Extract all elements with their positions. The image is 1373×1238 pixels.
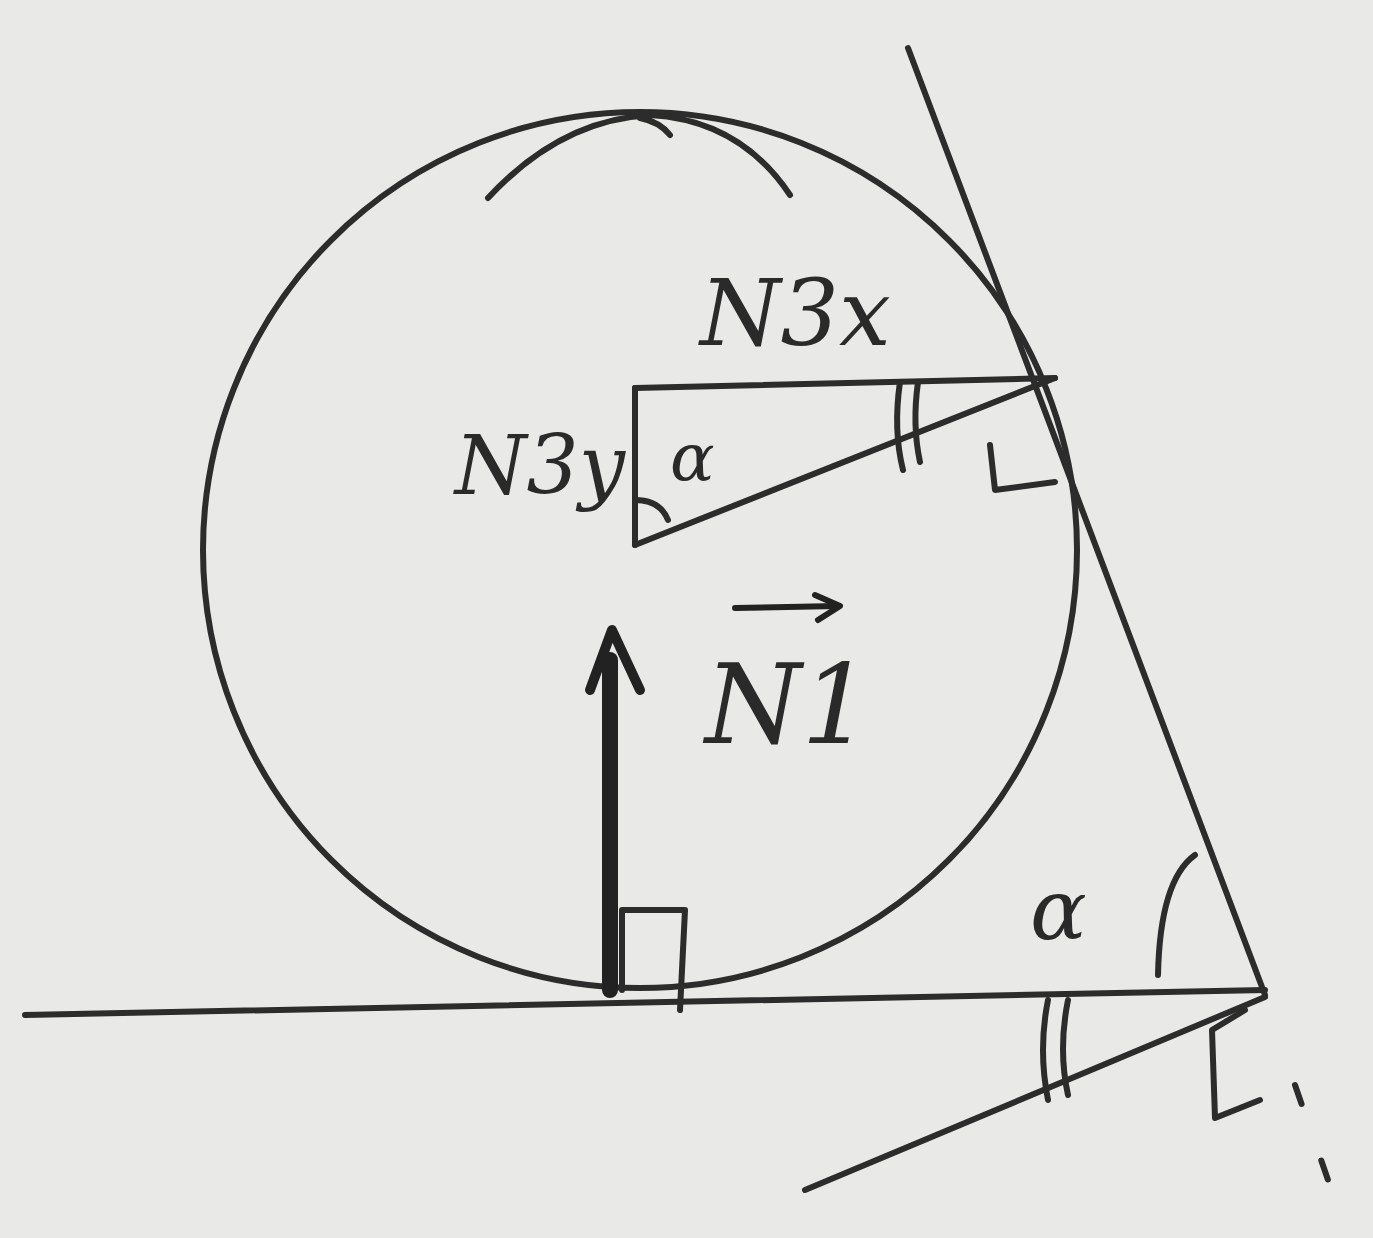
wall-extension <box>1295 1085 1335 1200</box>
force-label: α <box>670 425 715 491</box>
triangle-side <box>635 378 1055 545</box>
force-label: N3y <box>455 425 625 507</box>
vector-arrow <box>735 606 838 608</box>
force-label: α <box>1030 868 1087 952</box>
force-arrow <box>602 660 618 990</box>
force-label: N1 <box>705 650 871 760</box>
normal-line <box>805 997 1265 1190</box>
triangle-side <box>635 378 1055 388</box>
wall-line <box>908 48 1265 995</box>
equal-mark <box>897 382 920 470</box>
arrow-head <box>590 630 640 690</box>
angle-arc <box>1158 855 1195 975</box>
force-label: N3x <box>700 268 891 360</box>
ball-mark <box>640 118 670 135</box>
ball-mark <box>488 115 790 198</box>
right-angle-mark <box>990 445 1055 490</box>
floor-line <box>25 990 1265 1015</box>
right-angle-mark <box>622 910 685 1010</box>
ball-outline <box>203 112 1077 988</box>
equal-mark <box>1043 1000 1068 1100</box>
triangle-side <box>632 388 638 545</box>
angle-arc <box>635 500 668 520</box>
vector-arrow <box>815 595 840 620</box>
right-angle-mark <box>1212 1010 1260 1118</box>
